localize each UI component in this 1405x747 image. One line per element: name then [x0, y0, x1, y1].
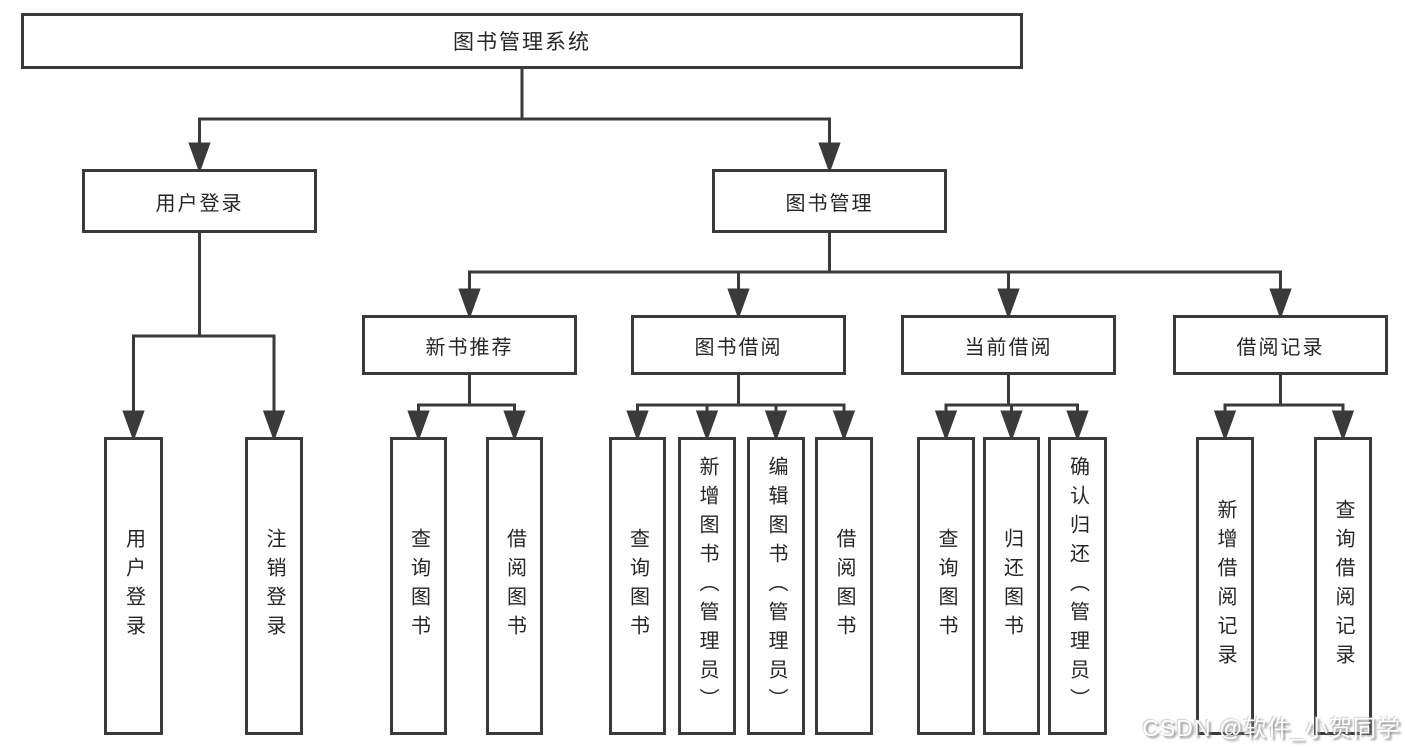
leaf-logout: 注销登录	[245, 437, 303, 735]
node-borrow-record: 借阅记录	[1173, 315, 1388, 375]
node-user-login: 用户登录	[82, 169, 317, 233]
node-current-borrow-label: 当前借阅	[964, 336, 1053, 359]
leaf-add-book-admin: 新增图书（管理员）	[678, 437, 736, 735]
connectors-current-borrow-to-leaves	[934, 375, 1089, 442]
leaf-add-borrow-record: 新增借阅记录	[1196, 437, 1254, 735]
leaf-borrow-book-2: 借阅图书	[815, 437, 873, 735]
leaf-query-book-3-label: 查询图书	[935, 528, 957, 644]
node-book-borrow: 图书借阅	[631, 315, 846, 375]
node-library-management-system: 图书管理系统	[21, 13, 1023, 69]
leaf-logout-label: 注销登录	[263, 528, 285, 644]
leaf-confirm-return-admin-label: 确认归还（管理员）	[1066, 455, 1089, 717]
connectors-book-management-to-level3	[458, 233, 1292, 320]
leaf-query-book-2: 查询图书	[609, 437, 666, 735]
leaf-query-book-1-label: 查询图书	[407, 528, 430, 644]
leaf-add-book-admin-label: 新增图书（管理员）	[696, 455, 718, 717]
node-book-management: 图书管理	[712, 169, 947, 233]
csdn-watermark: CSDN @软件_小贺同学	[1142, 715, 1401, 741]
leaf-query-book-1: 查询图书	[390, 437, 447, 735]
node-current-borrow: 当前借阅	[901, 315, 1116, 375]
leaf-user-login: 用户登录	[104, 437, 163, 735]
connectors-book-borrow-to-leaves	[626, 375, 856, 442]
connectors-borrow-record-to-leaves	[1213, 375, 1355, 442]
node-book-management-label: 图书管理	[785, 192, 874, 215]
node-new-book-recommend-label: 新书推荐	[425, 336, 514, 359]
leaf-confirm-return-admin: 确认归还（管理员）	[1048, 437, 1107, 735]
node-library-management-system-label: 图书管理系统	[453, 31, 591, 54]
leaf-query-borrow-record-label: 查询借阅记录	[1332, 499, 1354, 673]
leaf-query-borrow-record: 查询借阅记录	[1314, 437, 1372, 735]
leaf-borrow-book-2-label: 借阅图书	[833, 528, 855, 644]
leaf-return-book: 归还图书	[983, 437, 1040, 735]
leaf-user-login-label: 用户登录	[122, 528, 145, 644]
node-borrow-record-label: 借阅记录	[1236, 336, 1325, 359]
leaf-add-borrow-record-label: 新增借阅记录	[1214, 499, 1236, 673]
node-user-login-label: 用户登录	[155, 192, 244, 215]
connectors-root-to-level2	[188, 69, 841, 174]
leaf-borrow-book-1: 借阅图书	[486, 437, 543, 735]
leaf-edit-book-admin-label: 编辑图书（管理员）	[765, 455, 787, 717]
leaf-edit-book-admin: 编辑图书（管理员）	[747, 437, 805, 735]
connectors-new-book-to-leaves	[407, 375, 526, 442]
connectors-user-login-to-leaves	[122, 233, 286, 442]
leaf-return-book-label: 归还图书	[1000, 528, 1023, 644]
node-new-book-recommend: 新书推荐	[362, 315, 577, 375]
node-book-borrow-label: 图书借阅	[694, 336, 783, 359]
leaf-query-book-3: 查询图书	[917, 437, 975, 735]
leaf-borrow-book-1-label: 借阅图书	[503, 528, 526, 644]
leaf-query-book-2-label: 查询图书	[626, 528, 649, 644]
